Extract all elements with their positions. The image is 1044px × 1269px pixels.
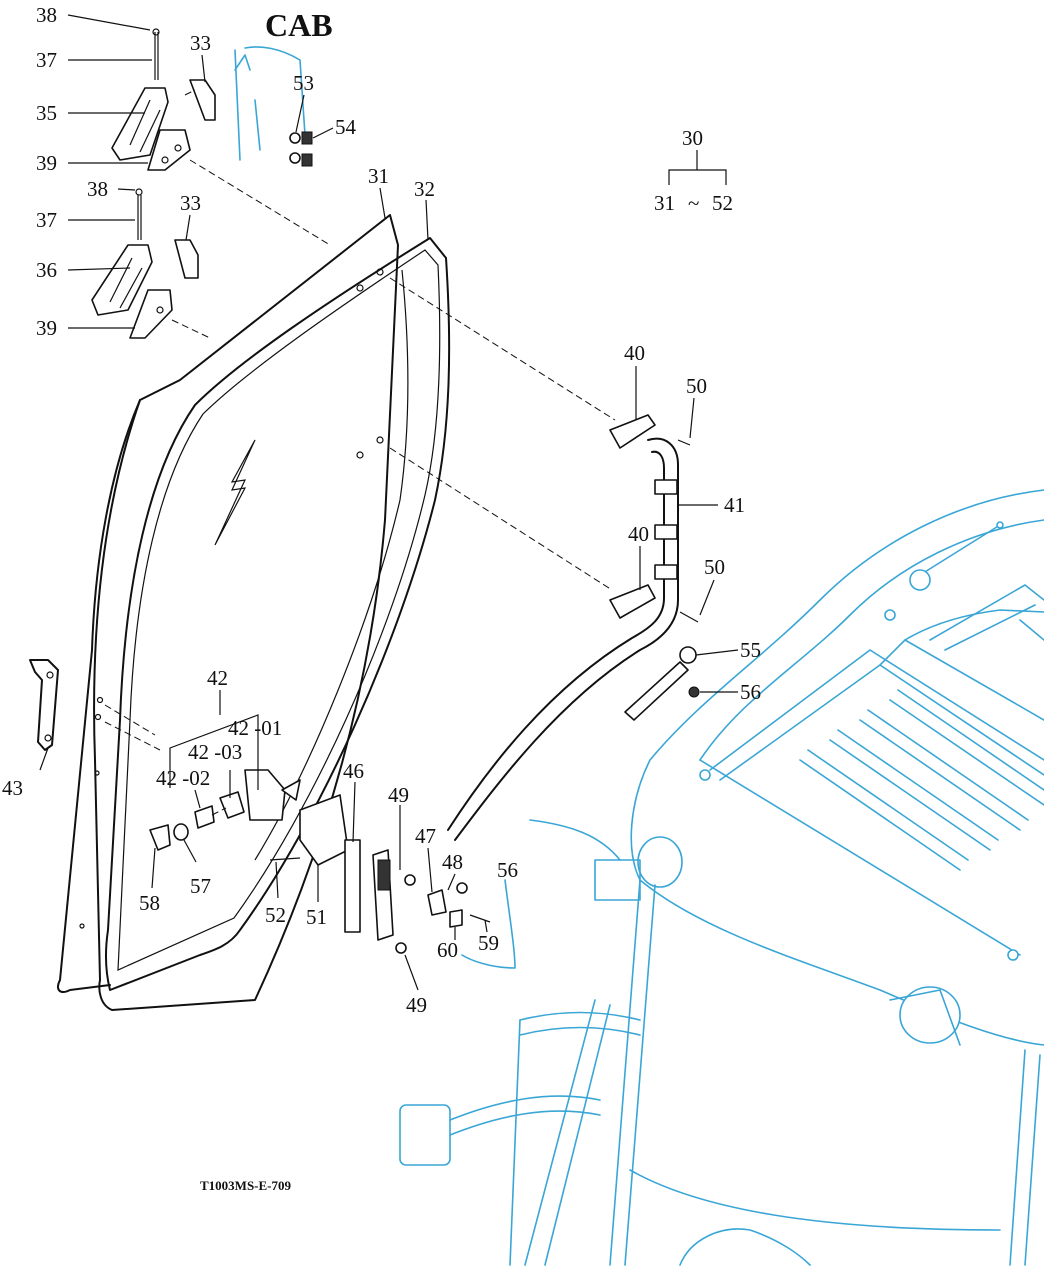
callout-35: 35 (36, 101, 57, 125)
callout-39-lower: 39 (36, 316, 57, 340)
assembly-label: 30 (682, 126, 703, 150)
callout-51: 51 (306, 905, 327, 929)
callout-49-lower: 49 (406, 993, 427, 1017)
callout-39-upper: 39 (36, 151, 57, 175)
callout-47: 47 (415, 824, 436, 848)
callout-43: 43 (2, 776, 23, 800)
callout-37-lower: 37 (36, 208, 57, 232)
callout-54: 54 (335, 115, 357, 139)
callout-33-lower: 33 (180, 191, 201, 215)
callout-50-lower: 50 (704, 555, 725, 579)
latch-assembly (149, 769, 516, 969)
callout-60: 60 (437, 938, 458, 962)
callout-56-lower: 56 (497, 858, 518, 882)
callout-56-upper: 56 (740, 680, 761, 704)
callout-58: 58 (139, 891, 160, 915)
assembly-range-end: 52 (712, 191, 733, 215)
upper-hinge-assembly (111, 28, 313, 171)
figure-code: T1003MS-E-709 (200, 1178, 292, 1193)
callout-32: 32 (414, 177, 435, 201)
callout-37-upper: 37 (36, 48, 57, 72)
callout-52: 52 (265, 903, 286, 927)
callout-57: 57 (190, 874, 211, 898)
door-handle (29, 659, 59, 751)
callout-46: 46 (343, 759, 364, 783)
callout-42-02: 42 -02 (156, 766, 210, 790)
gas-strut (624, 661, 689, 721)
callout-40-upper: 40 (624, 341, 645, 365)
callout-41: 41 (724, 493, 745, 517)
callout-50-upper: 50 (686, 374, 707, 398)
leader-lines (39, 14, 739, 991)
callout-42-01: 42 -01 (228, 716, 282, 740)
callout-36: 36 (36, 258, 57, 282)
diagram-title: CAB (265, 7, 333, 43)
assembly-range-separator: ~ (688, 191, 699, 215)
callout-42-03: 42 -03 (188, 740, 242, 764)
machine-body-outline (234, 46, 1044, 1266)
lower-hinge-assembly (91, 188, 199, 339)
callout-38-lower: 38 (87, 177, 108, 201)
callout-49-upper: 49 (388, 783, 409, 807)
callout-38-upper: 38 (36, 3, 57, 27)
callout-40-lower: 40 (628, 522, 649, 546)
callout-48: 48 (442, 850, 463, 874)
callout-42: 42 (207, 666, 228, 690)
callout-33-upper: 33 (190, 31, 211, 55)
assembly-range-start: 31 (654, 191, 675, 215)
callout-55: 55 (740, 638, 761, 662)
callout-53: 53 (293, 71, 314, 95)
grab-rail (447, 414, 699, 841)
callout-31: 31 (368, 164, 389, 188)
callout-59: 59 (478, 931, 499, 955)
